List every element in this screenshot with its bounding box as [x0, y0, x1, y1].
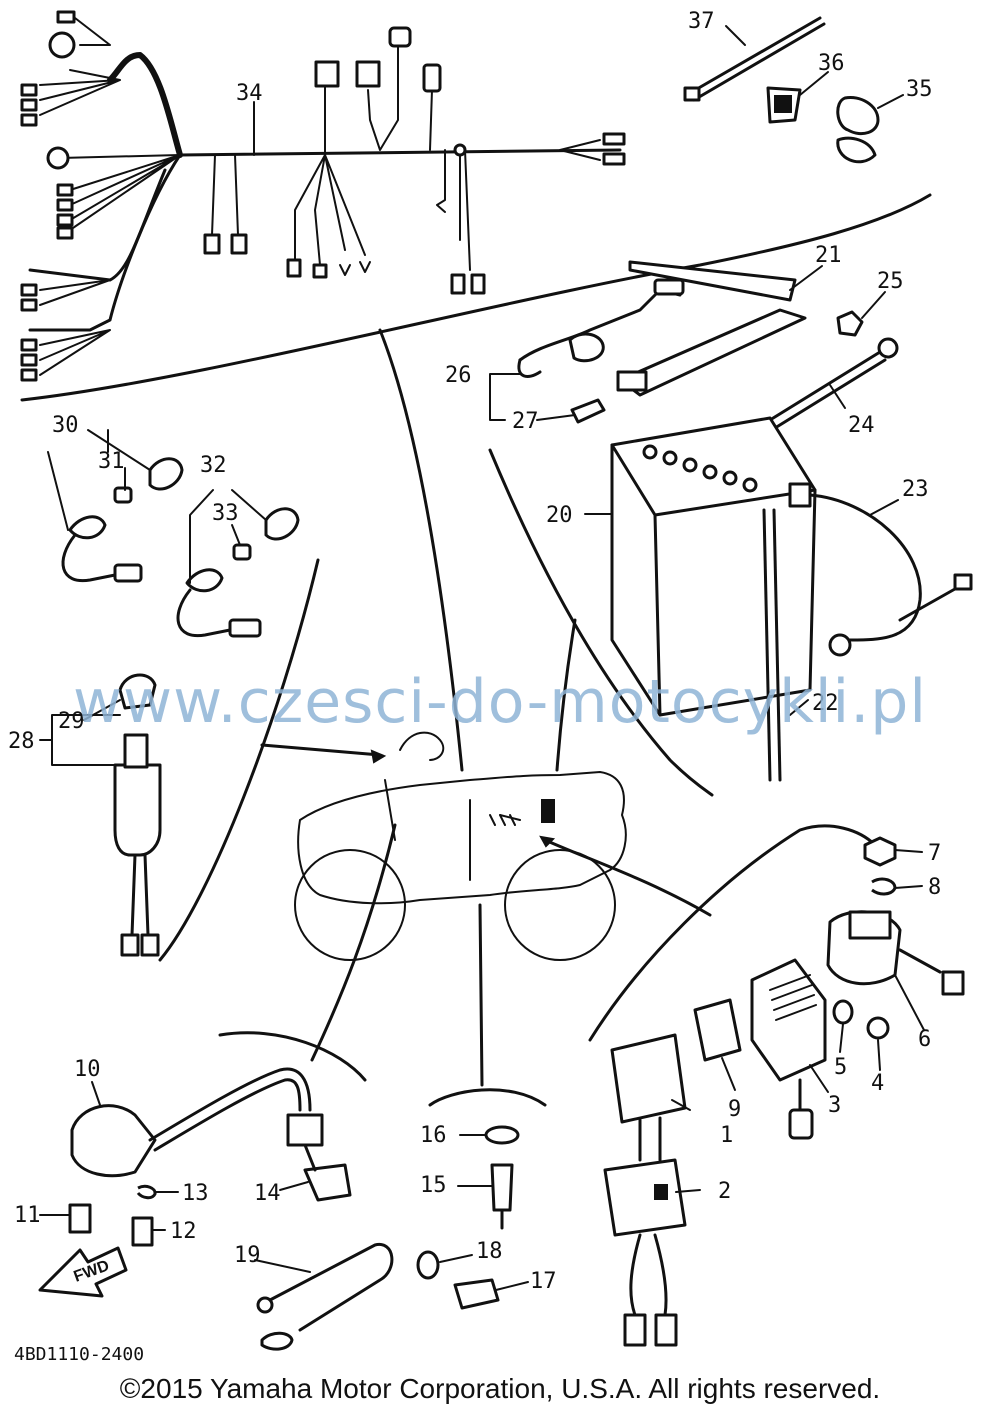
callout-15: 15 — [420, 1173, 447, 1198]
callout-1: 1 — [720, 1123, 733, 1148]
gasket-18 — [416, 1250, 440, 1280]
callout-7: 7 — [928, 841, 941, 866]
spark-plug — [490, 1163, 514, 1230]
relay-9 — [693, 998, 742, 1062]
socket-30 — [61, 457, 184, 583]
callout-3: 3 — [828, 1093, 841, 1118]
socket-32 — [176, 507, 300, 638]
callout-24: 24 — [848, 413, 875, 438]
cable-tie — [683, 16, 826, 102]
cable-23 — [808, 493, 973, 657]
bolt-25 — [836, 310, 864, 337]
starter-relay — [517, 278, 685, 378]
callout-5: 5 — [834, 1055, 847, 1080]
leader-1 — [543, 838, 712, 917]
callout-37: 37 — [688, 9, 715, 34]
wire-harness — [20, 10, 626, 382]
callout-leaders — [39, 25, 925, 1291]
divider-left-group — [158, 558, 320, 962]
main-switch — [113, 673, 162, 957]
callout-11: 11 — [14, 1203, 41, 1228]
callout-4: 4 — [871, 1071, 884, 1096]
divider-plug — [428, 1088, 547, 1107]
diagram-code: 4BD1110-2400 — [14, 1344, 144, 1365]
callout-23: 23 — [902, 477, 929, 502]
callout-16: 16 — [420, 1123, 447, 1148]
callout-34: 34 — [236, 81, 263, 106]
callout-10: 10 — [74, 1057, 101, 1082]
cable-24 — [768, 337, 899, 430]
vent-hose-22 — [762, 508, 782, 782]
callout-20: 20 — [546, 503, 573, 528]
motorcycle-outline — [294, 731, 627, 961]
leader-battery — [555, 618, 577, 772]
callout-36: 36 — [818, 51, 845, 76]
cdi-unit — [610, 1033, 687, 1162]
callout-18: 18 — [476, 1239, 503, 1264]
bolt-12 — [131, 1216, 154, 1247]
callout-2: 2 — [718, 1179, 731, 1204]
holder — [836, 95, 880, 164]
washer-8 — [871, 877, 897, 896]
callout-21: 21 — [815, 243, 842, 268]
callout-12: 12 — [170, 1219, 197, 1244]
plug-cap — [286, 1113, 352, 1202]
callout-32: 32 — [200, 453, 227, 478]
nut-7 — [863, 836, 897, 867]
callout-31: 31 — [98, 449, 125, 474]
callout-8: 8 — [928, 875, 941, 900]
battery — [610, 416, 817, 717]
callout-35: 35 — [906, 77, 933, 102]
watermark: www.czesci-do-motocykli.pl — [72, 667, 928, 737]
callout-26: 26 — [445, 363, 472, 388]
ignition-coil — [70, 1067, 312, 1178]
copyright-notice: ©2015 Yamaha Motor Corporation, U.S.A. A… — [119, 1373, 881, 1404]
callout-19: 19 — [234, 1243, 261, 1268]
clamp — [766, 86, 802, 124]
callout-33: 33 — [212, 501, 239, 526]
divider-top — [20, 193, 932, 402]
callout-25: 25 — [877, 269, 904, 294]
starter-relay-6 — [826, 910, 965, 996]
sensor-17 — [453, 1278, 500, 1310]
callout-17: 17 — [530, 1269, 557, 1294]
callout-22: 22 — [812, 691, 839, 716]
washer-5 — [832, 999, 854, 1025]
divider-battery — [488, 448, 714, 797]
washer-13 — [136, 1184, 157, 1200]
bolt-4 — [866, 1016, 890, 1040]
cdi-bracket — [603, 1158, 687, 1347]
fuse-27 — [570, 398, 606, 424]
callout-27: 27 — [512, 409, 539, 434]
callout-14: 14 — [254, 1181, 281, 1206]
gasket-16 — [484, 1125, 520, 1145]
leader-34 — [378, 328, 464, 772]
fwd-arrow: FWD — [38, 1246, 128, 1298]
divider-coil — [218, 1031, 367, 1082]
callout-28: 28 — [8, 729, 35, 754]
callout-numbers: 37 36 35 34 21 25 26 27 24 30 31 32 33 2… — [8, 9, 941, 1294]
callout-13: 13 — [182, 1181, 209, 1206]
lead-19 — [256, 1243, 394, 1351]
callout-29: 29 — [58, 709, 85, 734]
callout-9: 9 — [728, 1097, 741, 1122]
bolt-11 — [68, 1203, 92, 1234]
callout-6: 6 — [918, 1027, 931, 1052]
leader-28 — [260, 743, 382, 757]
callout-30: 30 — [52, 413, 79, 438]
battery-band — [616, 260, 807, 397]
divider-right-bottom — [588, 824, 877, 1042]
rectifier — [750, 958, 827, 1140]
leader-15 — [478, 903, 484, 1087]
